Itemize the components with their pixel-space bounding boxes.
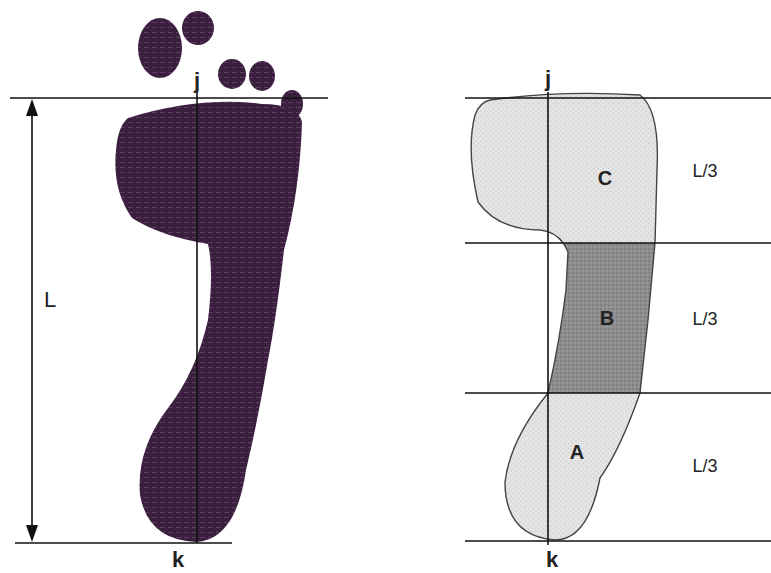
point-label: k [546, 549, 558, 571]
region-shape [462, 88, 662, 243]
point-label: k [172, 549, 184, 571]
region-shape [462, 393, 662, 543]
region-letter: B [600, 308, 614, 328]
foot-region: A [462, 393, 662, 543]
region-shape [462, 243, 662, 393]
dimension-label: L/3 [692, 162, 717, 180]
dimension-label: L/3 [692, 310, 717, 328]
foot-region: B [462, 243, 662, 393]
region-letter: A [570, 442, 584, 462]
foot-region: C [462, 88, 662, 243]
dimension-label: L [42, 287, 58, 313]
region-letter: C [598, 168, 612, 188]
point-label: j [545, 68, 551, 90]
dimension-label: L/3 [692, 457, 717, 475]
point-label: j [194, 70, 200, 92]
